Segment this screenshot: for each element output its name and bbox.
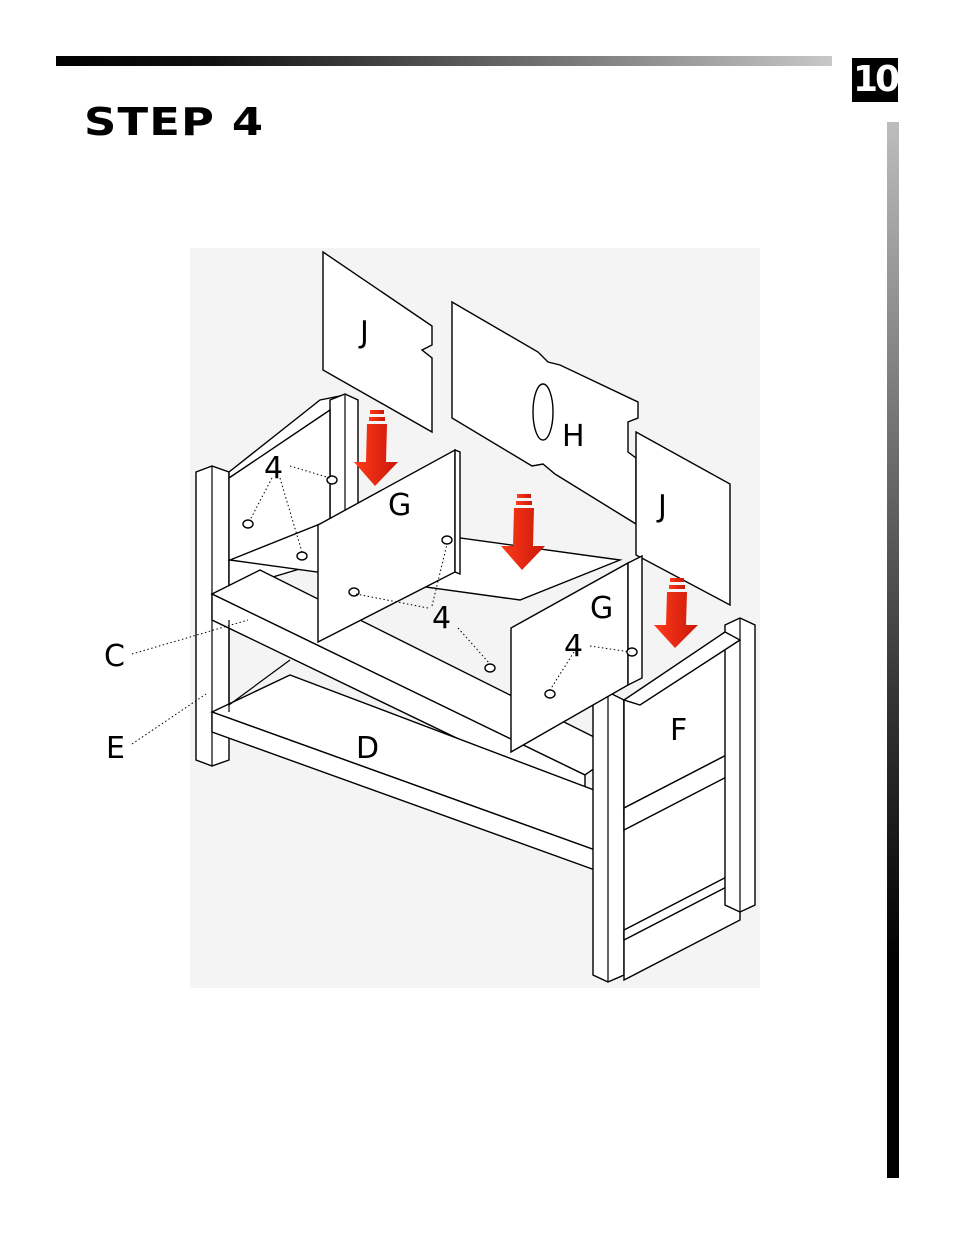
label-J-left: J	[358, 315, 369, 350]
arrow-icon	[654, 578, 698, 648]
arrow-icon	[354, 410, 398, 486]
panel-H	[452, 302, 638, 524]
label-4-right: 4	[564, 629, 583, 664]
label-E: E	[106, 731, 125, 766]
label-G-right: G	[590, 591, 613, 626]
label-D: D	[356, 731, 379, 766]
label-G-left: G	[388, 488, 411, 523]
label-H: H	[562, 419, 585, 454]
label-C: C	[104, 639, 125, 674]
label-4-left: 4	[264, 451, 283, 486]
label-J-right: J	[656, 489, 667, 524]
label-4-center: 4	[432, 601, 451, 636]
label-F: F	[670, 713, 687, 748]
